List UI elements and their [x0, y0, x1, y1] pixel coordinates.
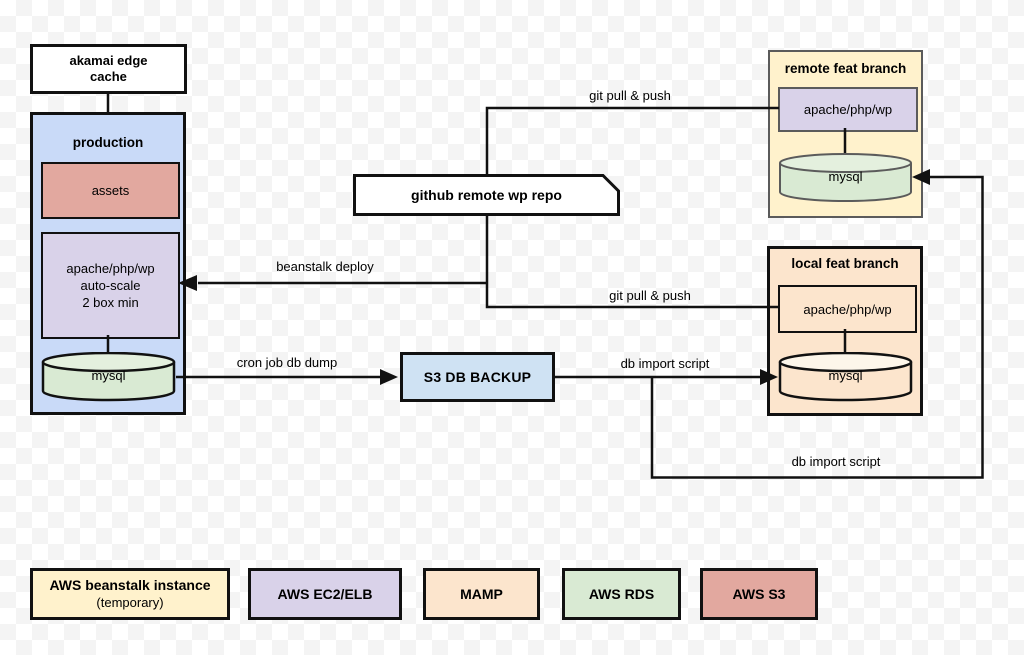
node-akamai-edge-cache: akamai edge cache: [30, 44, 187, 94]
legend-aws-beanstalk-sublabel: (temporary): [96, 595, 164, 610]
legend-aws-ec2-elb: AWS EC2/ELB: [248, 568, 402, 620]
node-s3-db-backup: S3 DB BACKUP: [400, 352, 555, 402]
node-production: production assets apache/php/wp auto-sca…: [30, 112, 186, 415]
remote-mysql-label: mysql: [828, 169, 863, 184]
node-github-repo: github remote wp repo: [353, 174, 620, 216]
edge-label-beanstalk-deploy: beanstalk deploy: [276, 259, 374, 274]
edge-label-git-pull-push-local: git pull & push: [609, 288, 691, 303]
local-mysql-label: mysql: [828, 368, 863, 383]
production-mysql-cylinder: mysql: [41, 352, 176, 402]
local-mysql-cylinder: mysql: [778, 352, 913, 402]
node-local-feat-branch: local feat branch apache/php/wp mysql: [767, 246, 923, 416]
legend-aws-beanstalk: AWS beanstalk instance (temporary): [30, 568, 230, 620]
remote-branch-title: remote feat branch: [784, 61, 907, 76]
edge-label-db-import-script-bottom: db import script: [791, 454, 881, 469]
edge-label-cron-job-db-dump: cron job db dump: [236, 355, 338, 370]
legend-aws-beanstalk-label: AWS beanstalk instance: [49, 577, 211, 593]
edge-label-db-import-script-mid: db import script: [620, 356, 710, 371]
legend-mamp: MAMP: [423, 568, 540, 620]
local-branch-title: local feat branch: [791, 256, 899, 271]
node-production-apache: apache/php/wp auto-scale 2 box min: [41, 232, 180, 339]
node-remote-apache: apache/php/wp: [778, 87, 918, 132]
node-assets: assets: [41, 162, 180, 219]
legend-aws-s3: AWS S3: [700, 568, 818, 620]
production-title: production: [72, 135, 144, 150]
edge-label-git-pull-push-top: git pull & push: [589, 88, 671, 103]
legend-aws-rds: AWS RDS: [562, 568, 681, 620]
node-local-apache: apache/php/wp: [778, 285, 917, 333]
remote-mysql-cylinder: mysql: [778, 153, 913, 203]
node-remote-feat-branch: remote feat branch apache/php/wp mysql: [768, 50, 923, 218]
production-mysql-label: mysql: [91, 368, 126, 383]
github-repo-label: github remote wp repo: [411, 187, 562, 203]
